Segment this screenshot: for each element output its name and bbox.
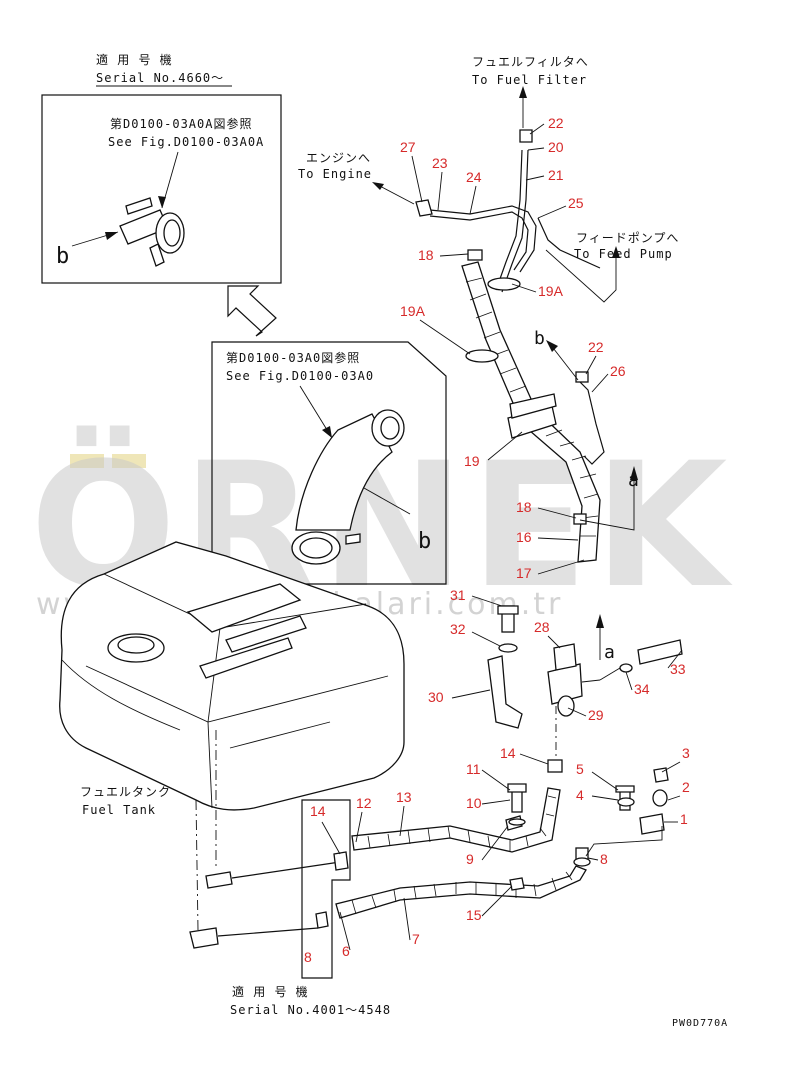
reference-arrow [227, 285, 277, 337]
leader-lines [321, 123, 683, 951]
serial-top-jp: 適 用 号 機 [96, 52, 173, 67]
detail-box-b: 第D0100-03A0図参照 See Fig.D0100-03A0 b [211, 341, 447, 585]
serial-bottom-jp: 適 用 号 機 [232, 984, 309, 999]
callout-21: 21 [548, 167, 564, 183]
callout-10: 10 [466, 795, 482, 811]
to-pump-jp: フィードポンプへ [576, 231, 679, 245]
callout-33: 33 [670, 661, 686, 677]
see-fig-a: See Fig.D0100-03A0A [108, 135, 264, 149]
view-mark-b-upper: b [534, 328, 546, 349]
callout-6: 6 [342, 943, 350, 959]
callout-19a-left: 19A [400, 303, 426, 319]
serial-top: Serial No.4660～ [96, 71, 224, 85]
callout-28: 28 [534, 619, 550, 635]
valve-group: a [487, 605, 683, 773]
watermark-accent-right [112, 454, 146, 468]
callout-22-top: 22 [548, 115, 564, 131]
elbow-sketch [291, 409, 405, 565]
callout-20: 20 [548, 139, 564, 155]
detail-box-a: 第D0100-03A0A図参照 See Fig.D0100-03A0A b [41, 94, 282, 284]
callout-22-mid: 22 [588, 339, 604, 355]
to-filter-jp: フュエルフィルタへ [472, 55, 589, 69]
lower-hoses [189, 767, 669, 979]
tank-label-jp: フュエルタンク [80, 785, 171, 799]
upper-hose-assembly: a b [372, 86, 640, 563]
callout-17: 17 [516, 565, 532, 581]
callout-2: 2 [682, 779, 690, 795]
callout-8-right: 8 [600, 851, 608, 867]
callout-4: 4 [576, 787, 584, 803]
callout-23: 23 [432, 155, 448, 171]
to-engine: To Engine [298, 167, 372, 181]
view-mark-b-box-b: b [418, 529, 432, 554]
tank-label: Fuel Tank [82, 803, 156, 817]
callout-14-right: 14 [500, 745, 516, 761]
view-mark-b-box-a: b [56, 244, 70, 269]
fuel-tank [59, 541, 405, 811]
callout-27: 27 [400, 139, 416, 155]
callout-26: 26 [610, 363, 626, 379]
callout-18-top: 18 [418, 247, 434, 263]
callout-1: 1 [680, 811, 688, 827]
callout-15: 15 [466, 907, 482, 923]
see-fig-a-jp: 第D0100-03A0A図参照 [110, 116, 252, 131]
callout-3: 3 [682, 745, 690, 761]
callout-19a-right: 19A [538, 283, 564, 299]
see-fig-b: See Fig.D0100-03A0 [226, 369, 374, 383]
callout-8-left: 8 [304, 949, 312, 965]
callout-29: 29 [588, 707, 604, 723]
callout-24: 24 [466, 169, 482, 185]
callout-30: 30 [428, 689, 444, 705]
view-mark-a-lower: a [604, 642, 616, 663]
to-engine-jp: エンジンへ [306, 151, 371, 165]
callout-18-mid: 18 [516, 499, 532, 515]
callout-9: 9 [466, 851, 474, 867]
see-fig-b-jp: 第D0100-03A0図参照 [226, 350, 360, 365]
callout-19: 19 [464, 453, 480, 469]
callouts: 22 20 21 27 23 24 25 18 19A 19A 22 26 19… [304, 115, 690, 965]
to-filter: To Fuel Filter [472, 73, 587, 87]
watermark-accent-left [70, 454, 104, 468]
view-mark-a-upper: a [628, 470, 640, 491]
callout-34: 34 [634, 681, 650, 697]
callout-11: 11 [466, 761, 481, 777]
callout-32: 32 [450, 621, 466, 637]
drawing-code: PW0D770A [672, 1018, 728, 1029]
to-pump: To Feed Pump [574, 247, 673, 261]
fitting-a-sketch [119, 197, 185, 267]
callout-7: 7 [412, 931, 420, 947]
callout-13: 13 [396, 789, 412, 805]
callout-12: 12 [356, 795, 372, 811]
callout-31: 31 [450, 587, 466, 603]
clamp-18-upper-part [467, 249, 483, 261]
callout-5: 5 [576, 761, 584, 777]
serial-bottom: Serial No.4001～4548 [230, 1003, 391, 1017]
callout-14-left: 14 [310, 803, 326, 819]
callout-25: 25 [568, 195, 584, 211]
callout-16: 16 [516, 529, 532, 545]
